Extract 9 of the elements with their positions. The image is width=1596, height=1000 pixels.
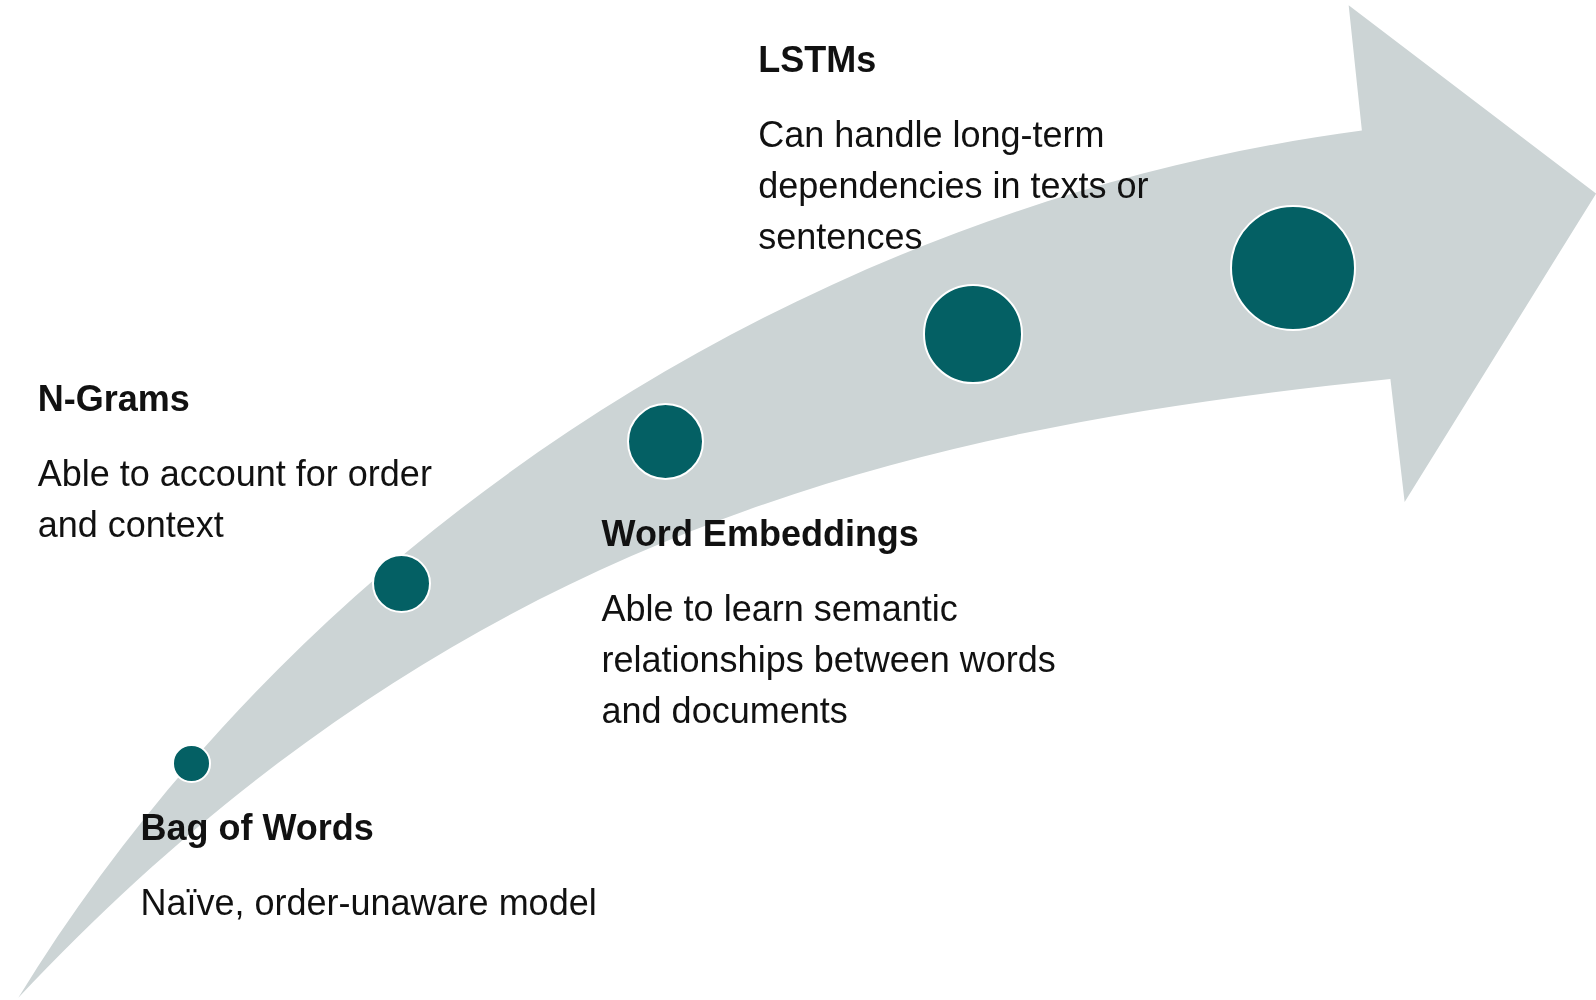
stage-description: Able to account for order and context (37, 451, 433, 547)
stage-description: Naïve, order-unaware model (140, 881, 598, 926)
stage-title: LSTMs (758, 37, 877, 82)
stage-description: Able to learn semantic relationships between words and documents (601, 587, 1057, 734)
stage-title: N-Grams (37, 376, 190, 421)
stage-title: Bag of Words (140, 806, 374, 851)
timeline-dot (172, 744, 211, 783)
stage-title: Word Embeddings (601, 511, 919, 556)
stage-description: Can handle long-term dependencies in texts or sentences (758, 112, 1150, 259)
